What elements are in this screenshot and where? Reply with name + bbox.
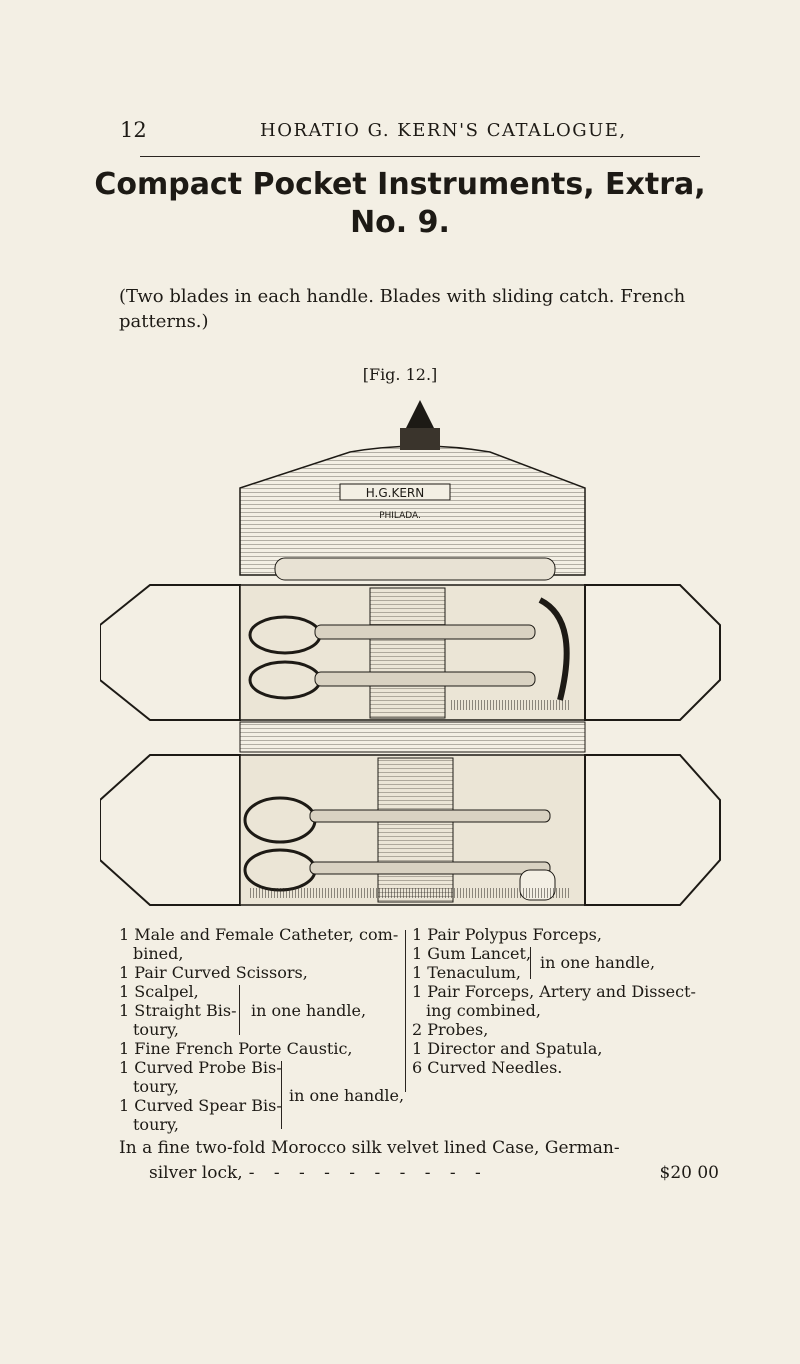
contents-list-right: 1 Pair Polypus Forceps, 1 Gum Lancet, 1 …	[412, 925, 742, 1077]
running-head: HORATIO G. KERN'S CATALOGUE,	[260, 120, 627, 141]
list-item-text: bined,	[133, 944, 184, 963]
contents-list-left: 1 Male and Female Catheter, com- bined, …	[119, 925, 405, 1134]
list-item-text: 1 Tenaculum,	[412, 963, 521, 982]
list-item-text: toury,	[133, 1115, 180, 1134]
case-description: In a fine two-fold Morocco silk velvet l…	[119, 1136, 719, 1186]
list-item-text: 1 Curved Spear Bis-	[119, 1096, 282, 1115]
case-brand-plate: H.G.KERN	[366, 486, 425, 500]
list-group: 1 Curved Probe Bis- toury, 1 Curved Spea…	[119, 1058, 405, 1134]
list-item: 1 Pair Curved Scissors,	[119, 963, 308, 982]
list-item-text: 1 Curved Probe Bis-	[119, 1058, 282, 1077]
page-title: Compact Pocket Instruments, Extra, No. 9…	[90, 166, 710, 242]
leader-dots: - - - - - - - - - -	[248, 1163, 488, 1183]
list-item: 1 Fine French Porte Caustic,	[119, 1039, 353, 1058]
group-note: in one handle,	[289, 1086, 405, 1105]
list-item: 1 Director and Spatula,	[412, 1039, 603, 1058]
upper-tray	[100, 584, 721, 721]
group-note: in one handle,	[540, 953, 656, 972]
description-line-1: In a fine two-fold Morocco silk velvet l…	[119, 1138, 620, 1158]
list-item: 1 Pair Forceps, Artery and Dissect- ing …	[412, 982, 742, 1020]
group-brace	[530, 947, 537, 979]
page-header: 12 HORATIO G. KERN'S CATALOGUE,	[120, 118, 700, 148]
list-item: 1 Pair Polypus Forceps,	[412, 925, 602, 944]
subtitle: (Two blades in each handle. Blades with …	[119, 284, 719, 334]
group-brace	[281, 1061, 288, 1129]
price: $20 00	[659, 1163, 719, 1183]
list-item-text: 1 Male and Female Catheter, com-	[119, 925, 399, 944]
list-item-text: 1 Pair Forceps, Artery and Dissect-	[412, 982, 696, 1001]
list-item: 1 Male and Female Catheter, com- bined,	[119, 925, 401, 963]
list-item-text: toury,	[133, 1020, 180, 1039]
description-line-2: silver lock, - - - - - - - - - - $20 00	[119, 1161, 719, 1186]
description-text: silver lock,	[149, 1163, 243, 1183]
title-line-1: Compact Pocket Instruments, Extra,	[94, 167, 706, 202]
list-group: 1 Gum Lancet, 1 Tenaculum, in one handle…	[412, 944, 742, 982]
group-brace	[239, 985, 246, 1035]
column-divider	[405, 930, 406, 1092]
list-item: 6 Curved Needles.	[412, 1058, 563, 1077]
header-rule	[140, 156, 700, 157]
list-item-text: toury,	[133, 1077, 180, 1096]
list-item: 2 Probes,	[412, 1020, 489, 1039]
case-lid: H.G.KERN PHILADA.	[239, 400, 586, 581]
case-city-label: PHILADA.	[379, 511, 421, 521]
subtitle-line-1: (Two blades in each handle. Blades with …	[119, 286, 686, 307]
figure-label: [Fig. 12.]	[362, 365, 438, 384]
list-item-text: ing combined,	[426, 1001, 541, 1020]
list-item-text: 1 Scalpel,	[119, 982, 199, 1001]
page-number: 12	[120, 118, 147, 142]
subtitle-line-2: patterns.)	[119, 311, 209, 332]
lower-tray	[100, 721, 721, 906]
instrument-case-illustration: H.G.KERN PHILADA.	[100, 400, 721, 906]
group-note: in one handle,	[251, 1001, 367, 1020]
list-item-text: 1 Gum Lancet,	[412, 944, 532, 963]
title-line-2: No. 9.	[350, 205, 450, 240]
list-group: 1 Scalpel, 1 Straight Bis- toury, in one…	[119, 982, 401, 1039]
list-item-text: 1 Straight Bis-	[119, 1001, 237, 1020]
